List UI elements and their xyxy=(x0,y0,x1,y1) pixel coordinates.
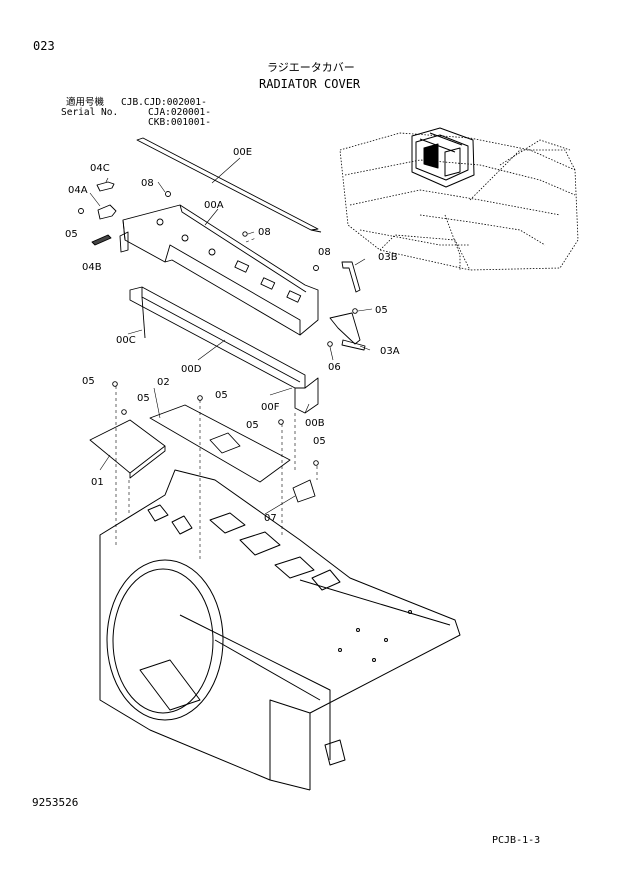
drawing-number: 9253526 xyxy=(32,796,79,809)
callout-04A: 04A xyxy=(68,185,88,196)
part-00A-cover-panel xyxy=(119,204,319,336)
callout-00A: 00A xyxy=(204,200,224,211)
part-03B-bent-rod xyxy=(341,261,361,293)
callout-06: 06 xyxy=(328,362,341,373)
callout-00B: 00B xyxy=(305,418,325,429)
callout-03B: 03B xyxy=(378,252,398,263)
callout-08-b: 08 xyxy=(258,227,271,238)
part-04C-clip xyxy=(96,181,115,192)
part-03A-bracket xyxy=(327,308,366,351)
callout-03A: 03A xyxy=(380,346,400,357)
callout-00D: 00D xyxy=(181,364,202,375)
callout-04C: 04C xyxy=(90,163,110,174)
part-00E-rod xyxy=(136,137,322,233)
radiator-assembly xyxy=(99,469,461,791)
callout-05-e: 05 xyxy=(215,390,228,401)
serial-range-3: CKB:001001- xyxy=(148,117,211,128)
part-00C-00D-frame xyxy=(129,286,319,414)
callout-05-f: 05 xyxy=(246,420,259,431)
bolt-08b xyxy=(242,231,248,237)
callout-04B: 04B xyxy=(82,262,102,273)
callout-08-c: 08 xyxy=(318,247,331,258)
machine-overview-sketch xyxy=(339,132,579,271)
callout-07: 07 xyxy=(264,513,277,524)
page-reference: PCJB-1-3 xyxy=(492,835,541,846)
callout-05-c: 05 xyxy=(82,376,95,387)
bolt-08c xyxy=(313,265,319,271)
callout-05-g: 05 xyxy=(313,436,326,447)
callout-00F: 00F xyxy=(261,402,280,413)
callout-00C: 00C xyxy=(116,335,136,346)
applicability-label-jp: 適用号機 xyxy=(66,97,105,108)
bolt-08a xyxy=(165,191,171,197)
callout-05-a: 05 xyxy=(65,229,78,240)
callout-00E: 00E xyxy=(233,147,252,158)
page-number: 023 xyxy=(33,39,55,53)
title-japanese: ラジエータカバー xyxy=(267,61,355,74)
callout-02: 02 xyxy=(157,377,170,388)
part-01-plate xyxy=(89,419,166,474)
title-english: RADIATOR COVER xyxy=(259,77,361,91)
part-04A-bracket xyxy=(78,204,117,220)
serial-label: Serial No. xyxy=(61,107,119,118)
part-07-bracket xyxy=(292,479,316,503)
serial-range-1: CJB.CJD:002001- xyxy=(121,97,207,108)
part-04B-strip xyxy=(91,234,112,246)
highlighted-radiator-cover-inset xyxy=(411,127,475,188)
callout-05-b: 05 xyxy=(375,305,388,316)
callout-05-d: 05 xyxy=(137,393,150,404)
part-02-plate xyxy=(149,404,291,483)
callout-01: 01 xyxy=(91,477,104,488)
serial-range-2: CJA:020001- xyxy=(148,107,211,118)
callout-08-a: 08 xyxy=(141,178,154,189)
